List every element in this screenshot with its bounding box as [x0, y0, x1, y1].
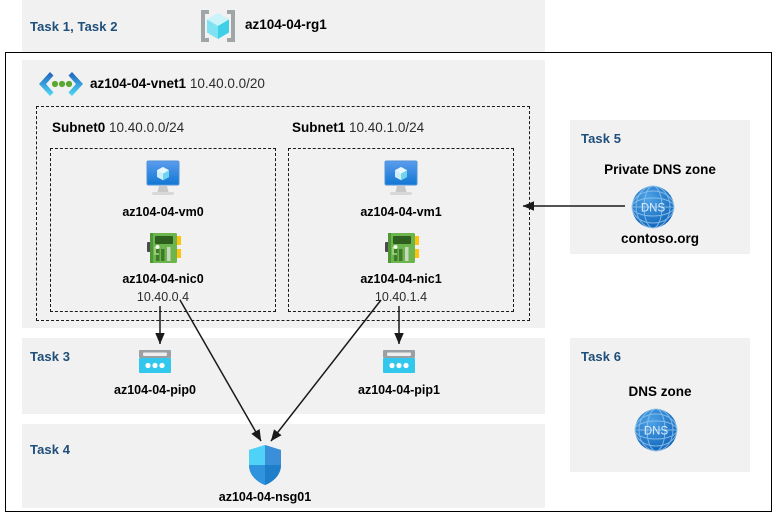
vm1-label: az104-04-vm1 — [360, 205, 442, 219]
task-label-5: Task 5 — [581, 131, 622, 146]
nsg-label: az104-04-nsg01 — [218, 490, 312, 504]
task-label-6: Task 6 — [581, 349, 622, 364]
network-security-group-icon — [246, 443, 284, 487]
nic0-private-ip: 10.40.0.4 — [136, 290, 190, 304]
public-ip-address-icon — [381, 348, 417, 378]
subnet0-boundary — [50, 148, 276, 312]
nic1-label: az104-04-nic1 — [360, 272, 442, 286]
nic1-private-ip: 10.40.1.4 — [374, 290, 428, 304]
private-dns-zone-name: contoso.org — [621, 231, 699, 246]
subnet0-title: Subnet0 10.40.0.0/24 — [52, 120, 185, 135]
private-dns-zone-panel — [570, 120, 750, 254]
dns-zone-icon: DNS — [629, 183, 677, 231]
dns-zone-icon: DNS — [632, 406, 680, 454]
network-interface-icon — [146, 230, 186, 268]
private-dns-heading: Private DNS zone — [604, 162, 716, 177]
task-label-4: Task 4 — [30, 442, 71, 457]
public-ip-address-icon — [137, 348, 173, 378]
dns-zone-heading: DNS zone — [628, 384, 692, 399]
resource-group-panel — [22, 0, 545, 52]
pip0-label: az104-04-pip0 — [114, 383, 196, 397]
network-interface-icon — [384, 230, 424, 268]
virtual-network-title: az104-04-vnet1 10.40.0.0/20 — [90, 76, 265, 91]
task-label-3: Task 3 — [30, 349, 71, 364]
subnet1-boundary — [288, 148, 514, 312]
public-ip-panel — [22, 338, 545, 414]
resource-group-name: az104-04-rg1 — [245, 17, 327, 32]
task-label-1-2: Task 1, Task 2 — [30, 19, 118, 34]
nic0-label: az104-04-nic0 — [122, 272, 204, 286]
virtual-network-panel — [22, 60, 545, 328]
resource-group-icon — [196, 6, 240, 46]
virtual-network-icon — [36, 68, 86, 100]
virtual-machine-icon — [135, 158, 191, 200]
svg-text:DNS: DNS — [644, 426, 669, 438]
svg-text:DNS: DNS — [641, 203, 666, 215]
subnet1-title: Subnet1 10.40.1.0/24 — [292, 120, 425, 135]
vm0-label: az104-04-vm0 — [122, 205, 204, 219]
virtual-machine-icon — [373, 158, 429, 200]
pip1-label: az104-04-pip1 — [358, 383, 440, 397]
